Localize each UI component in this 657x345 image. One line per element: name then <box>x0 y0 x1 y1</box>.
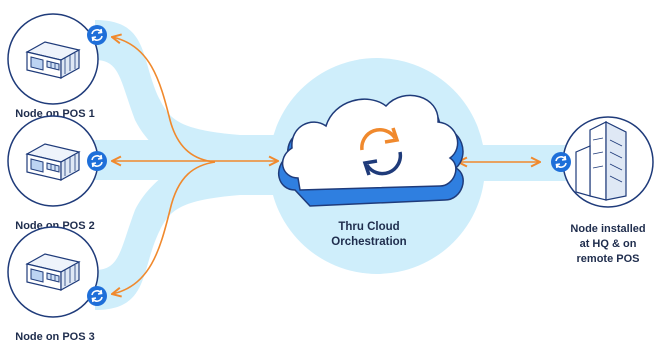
arrow-pos-3 <box>112 161 216 294</box>
cloud-label: Thru Cloud Orchestration <box>331 221 406 248</box>
hq-label-line-2: at HQ & on <box>580 238 637 250</box>
sync-icon <box>86 24 108 46</box>
sync-icon <box>550 151 572 173</box>
node-pos-3: Node on POS 3 <box>7 226 108 343</box>
node-hq: Node installed at HQ & on remote POS <box>550 116 654 265</box>
node-pos-1: Node on POS 1 <box>7 13 108 120</box>
building-icon <box>575 121 627 201</box>
sync-icon <box>86 285 108 307</box>
connection-arrows <box>112 37 540 294</box>
cloud-icon <box>277 94 464 207</box>
node-pos-1-label: Node on POS 1 <box>15 108 94 120</box>
cloud-label-line-2: Orchestration <box>331 236 406 248</box>
sync-icon <box>86 150 108 172</box>
hq-label-line-3: remote POS <box>577 253 640 265</box>
hq-label-line-1: Node installed <box>570 223 645 235</box>
node-pos-2: Node on POS 2 <box>7 115 108 232</box>
node-pos-2-label: Node on POS 2 <box>15 220 94 232</box>
cloud-label-line-1: Thru Cloud <box>338 221 399 233</box>
node-pos-3-label: Node on POS 3 <box>15 331 94 343</box>
